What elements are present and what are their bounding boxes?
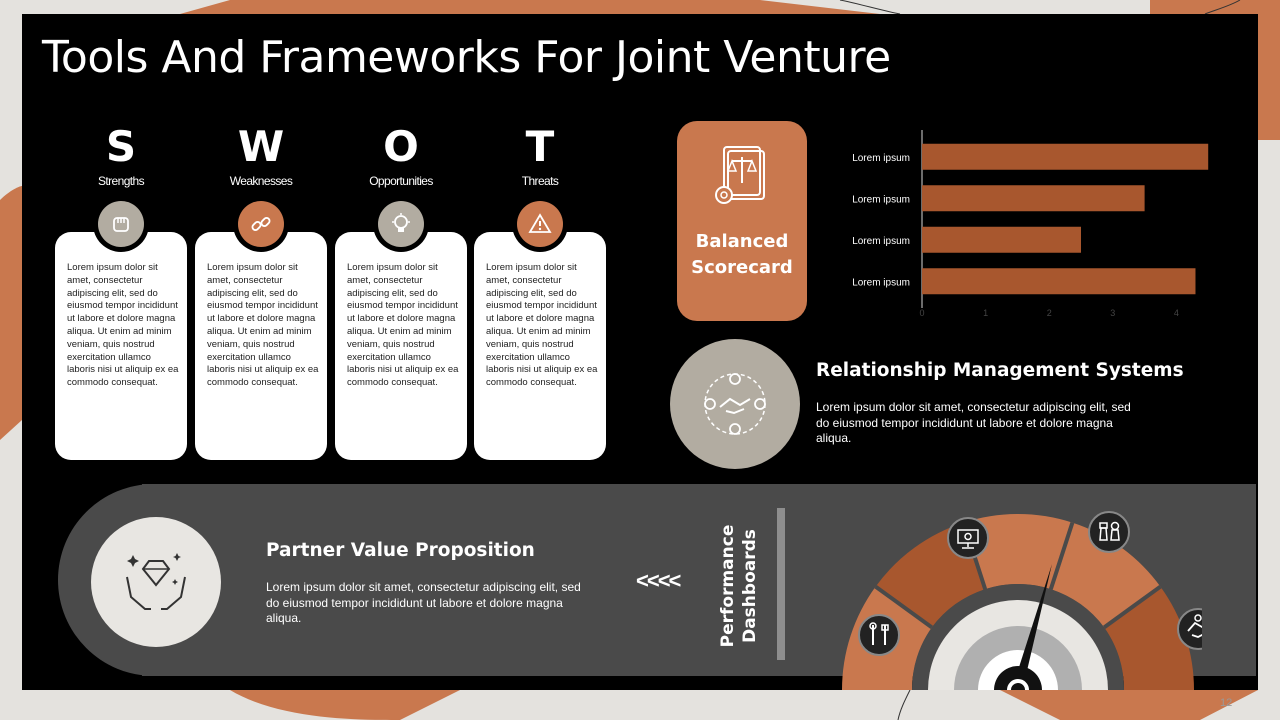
tools-icon xyxy=(858,614,900,656)
chart-bar xyxy=(922,185,1145,212)
fist-icon xyxy=(113,217,129,232)
swot-card: Lorem ipsum dolor sit amet, consectetur … xyxy=(335,232,467,460)
swot-card-text: Lorem ipsum dolor sit amet, consectetur … xyxy=(67,262,179,389)
relationship-icon-circle xyxy=(670,339,800,469)
swot-card: Lorem ipsum dolor sit amet, consectetur … xyxy=(195,232,327,460)
swot-letter: W xyxy=(237,122,285,171)
gauge-hub xyxy=(994,666,1042,690)
diamond-hands-icon xyxy=(126,553,186,610)
scales-document-icon xyxy=(715,146,765,204)
partner-title: Partner Value Proposition xyxy=(266,540,535,561)
chart-tick-label: 4 xyxy=(1174,308,1179,318)
swot-letter: O xyxy=(383,122,419,171)
performance-line-2: Dashboards xyxy=(740,529,760,643)
chart-bar xyxy=(922,143,1209,170)
partner-text: Lorem ipsum dolor sit amet, consectetur … xyxy=(266,580,581,625)
swot-card: Lorem ipsum dolor sit amet, consectetur … xyxy=(474,232,606,460)
scorecard-line-2: Scorecard xyxy=(691,257,793,278)
chart-tick-label: 1 xyxy=(983,308,988,318)
swot-badge xyxy=(373,196,429,252)
gauge-segment xyxy=(1050,522,1161,628)
page-number: 12 xyxy=(1220,697,1233,709)
swot-card: Lorem ipsum dolor sit amet, consectetur … xyxy=(55,232,187,460)
chart-bar xyxy=(922,226,1081,253)
performance-gauge xyxy=(842,511,1202,690)
scorecard-line-1: Balanced xyxy=(695,231,789,252)
slide-title: Tools And Frameworks For Joint Venture xyxy=(42,32,891,83)
gauge-segment xyxy=(963,513,1073,590)
chart-tick-label: 0 xyxy=(919,308,924,318)
swot-label: Threats xyxy=(521,174,559,188)
monitor-gear-icon xyxy=(947,517,989,559)
chart-category-label: Lorem ipsum xyxy=(852,236,910,247)
swot-card-text: Lorem ipsum dolor sit amet, consectetur … xyxy=(207,262,319,389)
swot-badge xyxy=(93,196,149,252)
lightbulb-icon xyxy=(392,213,410,232)
partner-icon-circle xyxy=(91,517,221,647)
chart-category-label: Lorem ipsum xyxy=(852,153,910,164)
swot-label: Strengths xyxy=(98,174,145,188)
balanced-scorecard-card: Balanced Scorecard xyxy=(677,121,807,321)
chess-icon xyxy=(1088,511,1130,553)
divider-bar xyxy=(777,508,785,660)
slide: Tools And Frameworks For Joint Venture S… xyxy=(22,14,1258,690)
swot-label: Weaknesses xyxy=(229,174,293,188)
chart-bar xyxy=(922,268,1196,295)
gauge-needle xyxy=(1013,564,1052,690)
warning-icon xyxy=(528,213,552,233)
handshake-network-icon xyxy=(704,373,766,435)
relationship-title: Relationship Management Systems xyxy=(816,360,1184,381)
chart-tick-label: 3 xyxy=(1110,308,1115,318)
performance-dashboards-label: Performance Dashboards xyxy=(714,511,764,661)
handshake-icon xyxy=(1177,608,1202,650)
arrows-decoration: <<<< xyxy=(636,568,681,593)
chart-category-label: Lorem ipsum xyxy=(852,194,910,205)
relationship-text: Lorem ipsum dolor sit amet, consectetur … xyxy=(816,400,1131,445)
swot-letter: T xyxy=(525,122,555,171)
swot-badge xyxy=(233,196,289,252)
swot-label: Opportunities xyxy=(369,174,433,188)
swot-letter: S xyxy=(105,122,137,171)
swot-badge xyxy=(512,196,568,252)
swot-card-text: Lorem ipsum dolor sit amet, consectetur … xyxy=(347,262,459,389)
broken-chain-icon xyxy=(251,217,271,231)
performance-line-1: Performance xyxy=(718,524,738,648)
chart-tick-label: 2 xyxy=(1047,308,1052,318)
chart-category-label: Lorem ipsum xyxy=(852,277,910,288)
swot-card-text: Lorem ipsum dolor sit amet, consectetur … xyxy=(486,262,598,389)
